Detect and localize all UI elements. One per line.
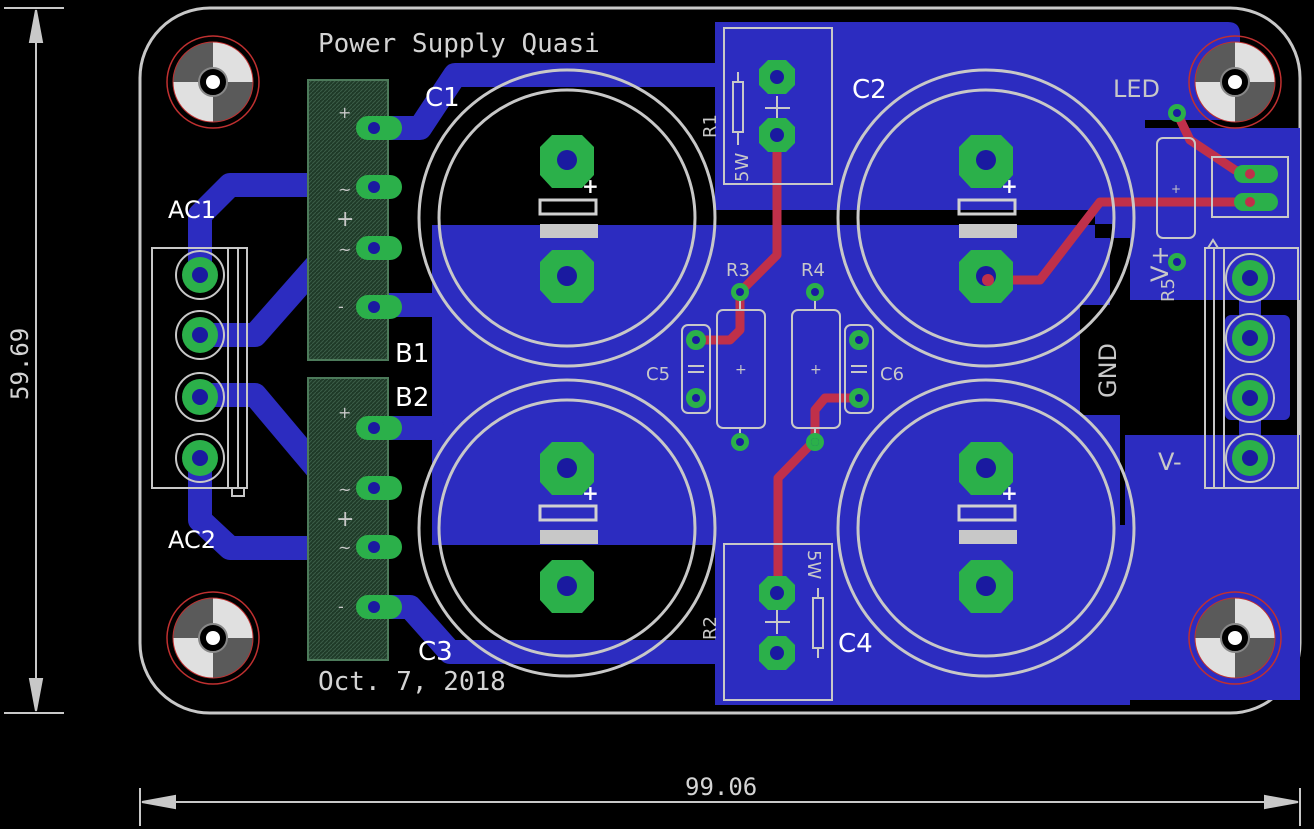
board-outline xyxy=(138,6,1302,715)
label-c6: C6 xyxy=(880,364,904,385)
svg-text:+: + xyxy=(1001,481,1018,505)
vias xyxy=(811,274,994,446)
svg-text:-: - xyxy=(338,297,344,316)
label-b2: B2 xyxy=(395,383,429,413)
bridge-pads xyxy=(356,116,402,619)
label-r1-wattage: 5W xyxy=(732,153,753,182)
label-vpos: V+ xyxy=(1146,245,1174,282)
label-b1: B1 xyxy=(395,339,429,369)
capacitor-c4: + xyxy=(836,378,1136,678)
output-terminal-block xyxy=(1204,238,1299,489)
label-r2-wattage: 5W xyxy=(803,550,824,579)
mounting-hole-top-right xyxy=(1188,35,1282,129)
label-c4: C4 xyxy=(838,629,873,659)
label-vneg: V- xyxy=(1158,448,1182,476)
board-date: Oct. 7, 2018 xyxy=(318,667,506,697)
led xyxy=(1211,156,1289,218)
svg-text:+: + xyxy=(338,103,351,122)
label-ac1: AC1 xyxy=(168,196,216,224)
svg-text:~: ~ xyxy=(338,240,351,259)
mounting-hole-top-left xyxy=(166,35,260,129)
resistor-r1 xyxy=(723,27,833,185)
svg-text:+: + xyxy=(338,403,351,422)
dimension-height xyxy=(4,7,64,714)
label-gnd: GND xyxy=(1094,343,1122,398)
ac-terminal-block xyxy=(151,247,248,497)
svg-text:+: + xyxy=(336,507,354,532)
label-led: LED xyxy=(1113,75,1160,103)
svg-text:~: ~ xyxy=(338,480,351,499)
label-r4: R4 xyxy=(801,260,825,281)
capacitor-c5 xyxy=(681,324,711,414)
label-r3: R3 xyxy=(726,260,750,281)
label-ac2: AC2 xyxy=(168,526,216,554)
label-r2: R2 xyxy=(700,616,721,640)
svg-text:+: + xyxy=(810,362,822,378)
svg-text:+: + xyxy=(336,207,354,232)
label-c3: C3 xyxy=(418,637,453,667)
copper-bottom-layer xyxy=(432,22,1300,705)
capacitor-c3: + xyxy=(417,378,717,678)
svg-text:~: ~ xyxy=(338,180,351,199)
svg-text:+: + xyxy=(735,362,747,378)
mounting-hole-bottom-right xyxy=(1188,591,1282,685)
dimension-height-label: 59.69 xyxy=(6,328,34,400)
dimension-width-label: 99.06 xyxy=(685,773,757,801)
capacitor-c1: + xyxy=(417,68,717,368)
resistor-r3: + xyxy=(716,283,766,451)
svg-text:+: + xyxy=(1001,174,1018,198)
label-c2: C2 xyxy=(852,75,887,105)
label-r5: R5 xyxy=(1158,278,1179,302)
label-r1: R1 xyxy=(700,114,721,138)
svg-text:+: + xyxy=(582,174,599,198)
capacitor-c2: + xyxy=(836,68,1136,368)
svg-text:+: + xyxy=(1171,182,1181,196)
resistor-r5: + xyxy=(1156,104,1196,271)
svg-text:+: + xyxy=(582,481,599,505)
board-title: Power Supply Quasi xyxy=(318,29,600,59)
capacitor-c6 xyxy=(844,324,874,414)
dimension-width xyxy=(139,788,1301,826)
label-c1: C1 xyxy=(425,83,460,113)
label-c5: C5 xyxy=(646,364,670,385)
svg-text:-: - xyxy=(338,597,344,616)
mounting-hole-bottom-left xyxy=(166,591,260,685)
resistor-r2 xyxy=(723,543,833,701)
svg-text:~: ~ xyxy=(338,538,351,557)
